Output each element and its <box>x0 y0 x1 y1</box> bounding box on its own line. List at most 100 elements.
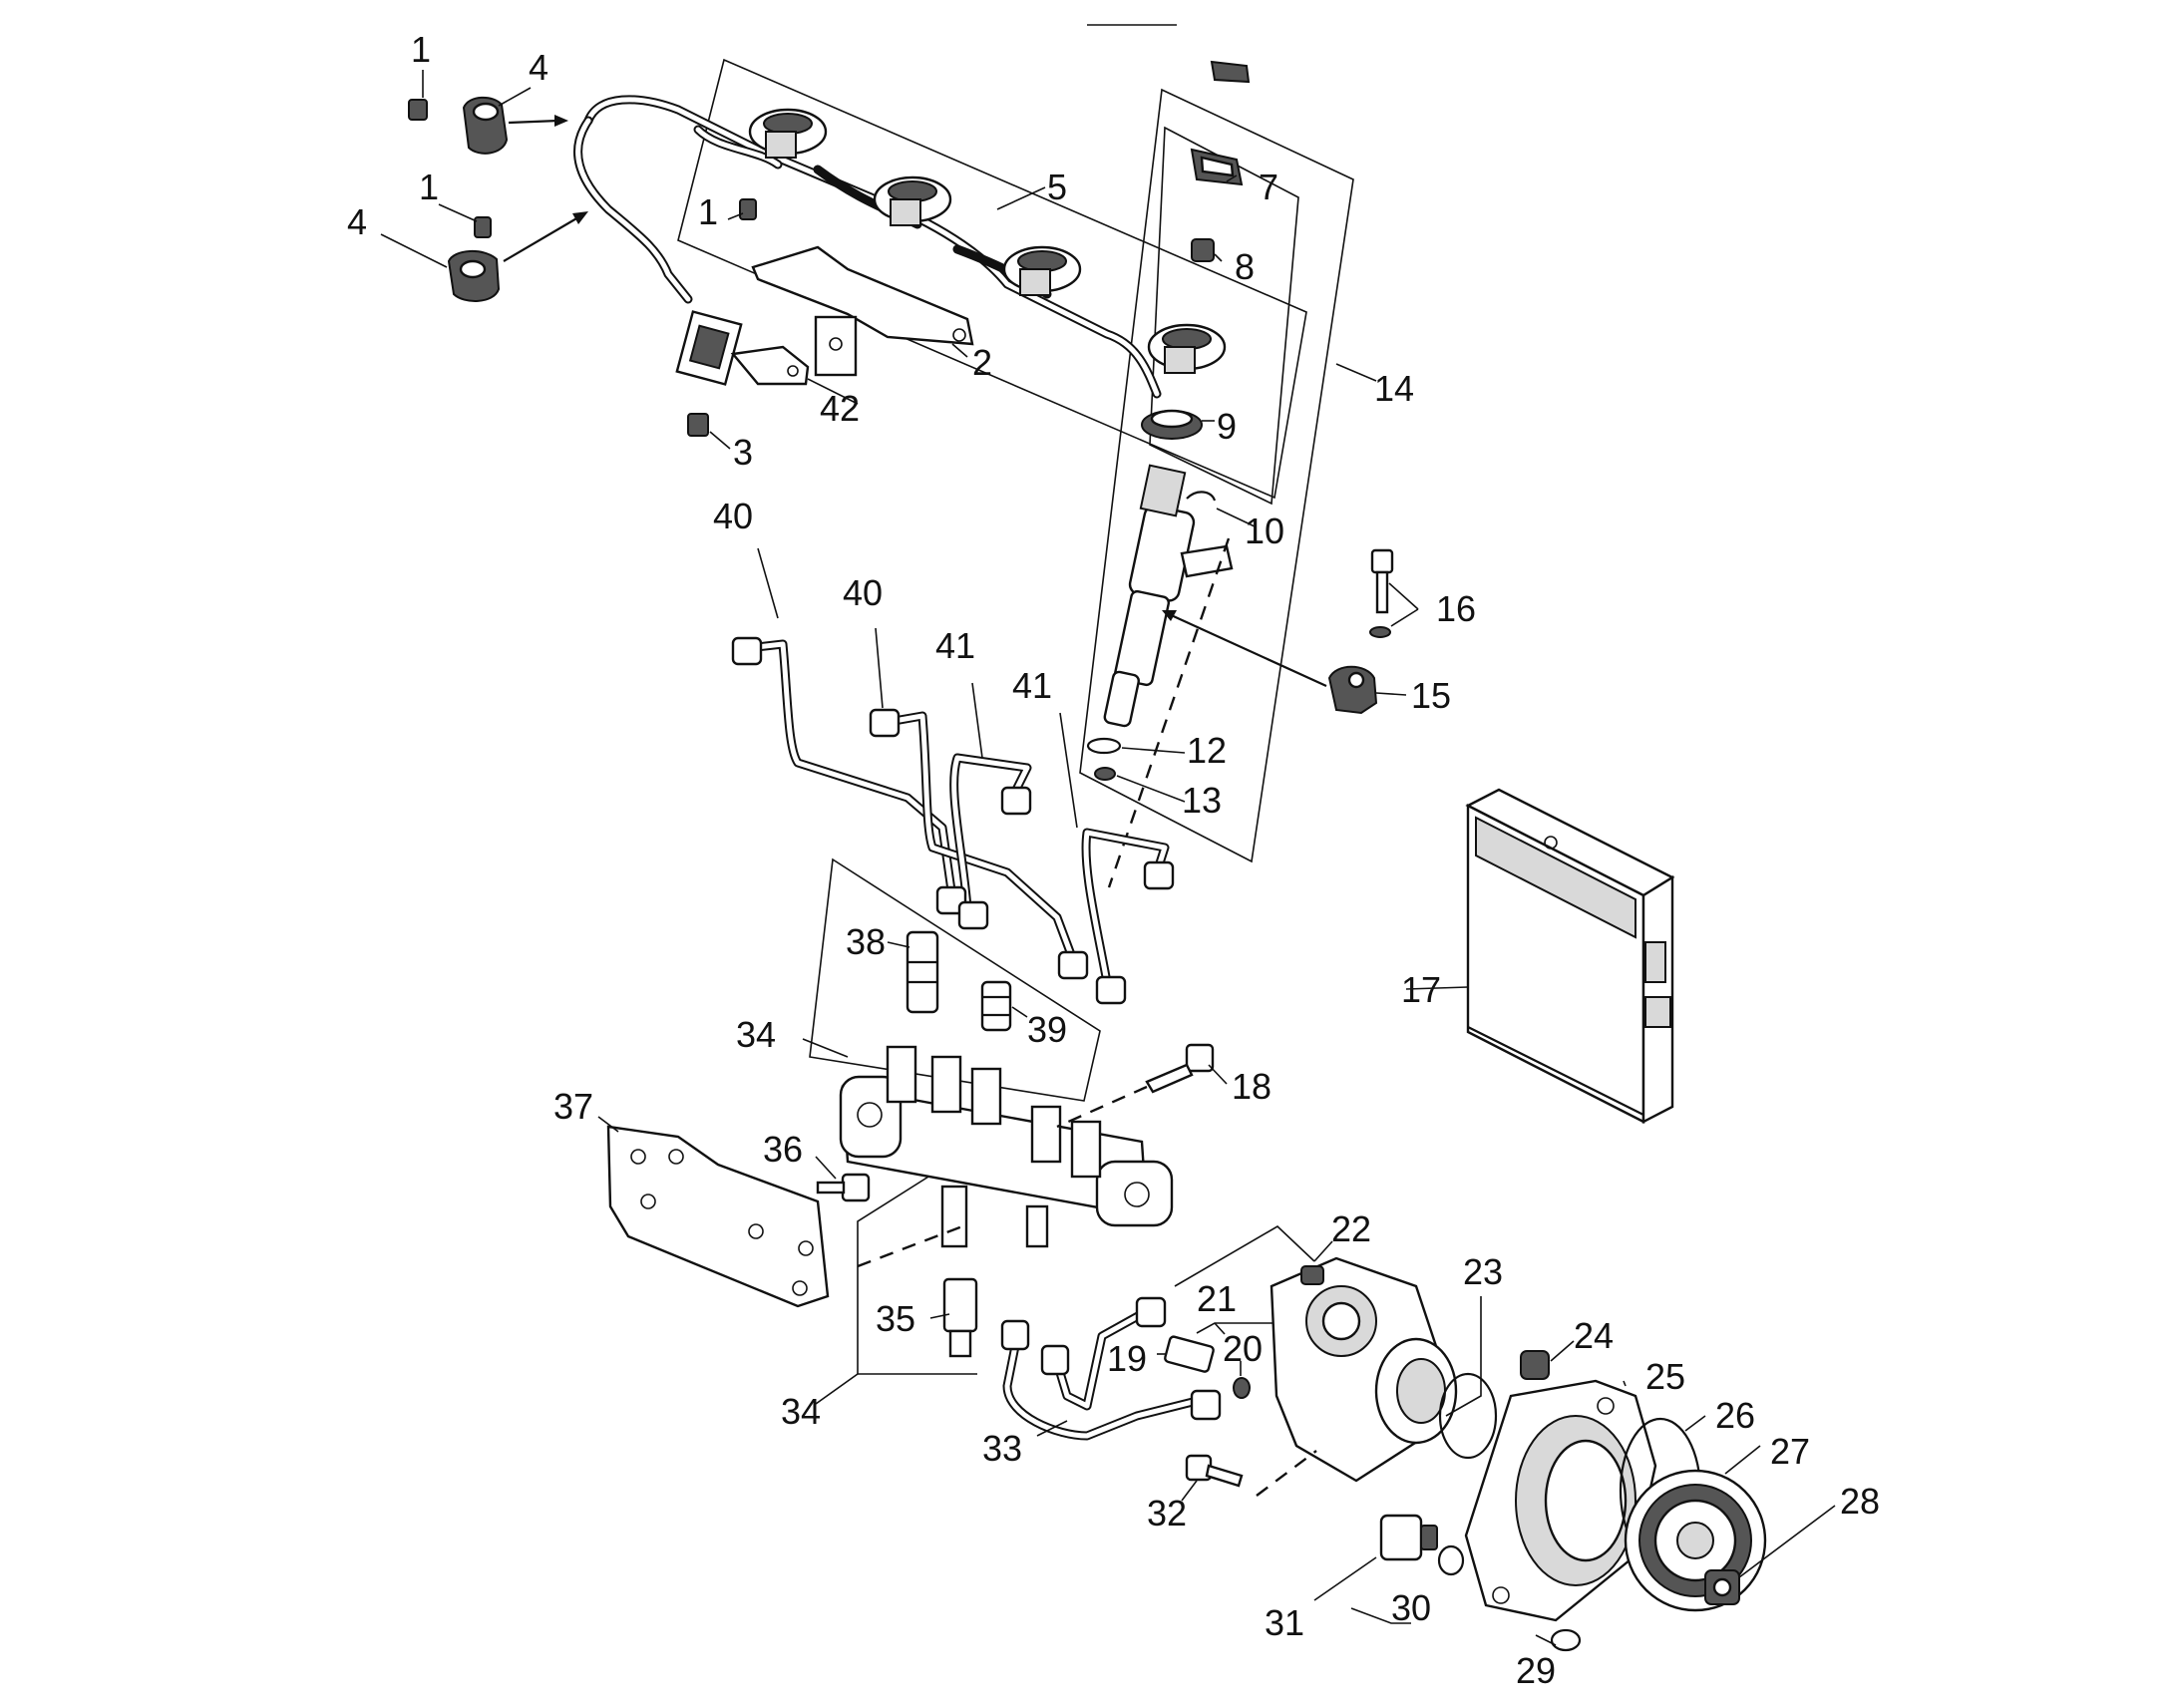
label-31: 31 <box>1265 1602 1304 1643</box>
harness-connector-4 <box>1147 323 1227 374</box>
part-30-seal <box>1437 1544 1465 1576</box>
label-5: 5 <box>1047 167 1067 207</box>
label-19: 19 <box>1107 1338 1147 1379</box>
frame-group-5 <box>677 58 1307 500</box>
mount-plate-37 <box>606 1125 830 1308</box>
label-22: 22 <box>1331 1208 1371 1249</box>
nut-28 <box>1704 1569 1740 1605</box>
flange-25 <box>1464 1379 1657 1622</box>
nut-24 <box>1520 1350 1550 1380</box>
part-9-seal <box>1141 409 1203 440</box>
label-23: 23 <box>1463 1251 1503 1292</box>
label-8: 8 <box>1235 246 1255 287</box>
label-42: 42 <box>820 388 860 429</box>
label-18: 18 <box>1232 1066 1272 1107</box>
label-7: 7 <box>1259 167 1278 207</box>
part-39-sleeve <box>980 980 1012 1032</box>
bolt-3 <box>687 413 709 437</box>
label-20: 20 <box>1223 1328 1263 1369</box>
part-21-sensor <box>1164 1335 1215 1373</box>
wire-harness <box>573 95 1227 399</box>
injector <box>1103 464 1234 728</box>
group-frames <box>677 58 1354 1375</box>
label-33: 33 <box>982 1428 1022 1469</box>
connector-bracket-42 <box>730 345 810 386</box>
label-41b: 41 <box>1012 665 1052 706</box>
label-16: 16 <box>1436 588 1476 629</box>
label-36: 36 <box>763 1129 803 1170</box>
label-34b: 34 <box>781 1391 821 1432</box>
label-9: 9 <box>1217 406 1237 447</box>
part-23-oring <box>1438 1372 1498 1460</box>
bolt-1b <box>474 216 492 238</box>
fuel-pipes <box>731 636 1175 1005</box>
label-40b: 40 <box>843 572 883 613</box>
harness-branch-left <box>573 116 693 304</box>
label-13: 13 <box>1182 780 1222 821</box>
bolt-1c <box>739 198 757 220</box>
leader-lines <box>380 70 1836 1646</box>
part-7-clip <box>1190 148 1244 186</box>
frame-callout-22 <box>1174 1225 1315 1287</box>
bolt-18 <box>1145 1043 1215 1094</box>
part-20-washer <box>1233 1377 1251 1399</box>
ecu-17 <box>1465 788 1675 1124</box>
label-4b: 4 <box>347 201 367 242</box>
part-31-plug <box>1379 1514 1438 1561</box>
frame-group-34-lower <box>857 1166 977 1375</box>
harness-connector-2 <box>873 175 952 226</box>
part-29-ring <box>1550 1628 1582 1652</box>
label-32: 32 <box>1147 1493 1187 1534</box>
label-27: 27 <box>1770 1431 1810 1472</box>
part-13-washer <box>1094 767 1116 781</box>
label-14: 14 <box>1374 368 1414 409</box>
label-39: 39 <box>1027 1009 1067 1050</box>
part-12-oring <box>1086 737 1122 755</box>
label-30: 30 <box>1391 1587 1431 1628</box>
label-28: 28 <box>1840 1481 1880 1522</box>
label-37: 37 <box>553 1086 593 1127</box>
label-3: 3 <box>733 432 753 473</box>
part-15-clamp <box>1327 665 1378 715</box>
harness-connector-1 <box>748 108 828 159</box>
label-10: 10 <box>1245 511 1284 551</box>
part-10-clip <box>1186 491 1217 502</box>
label-25: 25 <box>1645 1356 1685 1397</box>
clip-4a <box>462 96 509 155</box>
label-41a: 41 <box>935 625 975 666</box>
bolt-36 <box>816 1173 871 1202</box>
part-8-nut <box>1191 238 1215 262</box>
label-1b: 1 <box>419 167 439 207</box>
label-21: 21 <box>1197 1278 1237 1319</box>
label-34a: 34 <box>736 1014 776 1055</box>
harness-trunk <box>583 95 1162 399</box>
label-24: 24 <box>1574 1315 1614 1356</box>
harness-main-connector <box>675 310 743 386</box>
part-38-valve <box>906 930 939 1014</box>
injector-centerline <box>1107 537 1231 888</box>
harness-bracket <box>751 245 974 377</box>
label-29: 29 <box>1516 1650 1556 1691</box>
label-35: 35 <box>876 1298 915 1339</box>
label-40a: 40 <box>713 496 753 536</box>
label-26: 26 <box>1715 1395 1755 1436</box>
label-4a: 4 <box>529 47 548 88</box>
part-32-bolt <box>1185 1454 1244 1488</box>
part-35-sensor <box>942 1277 978 1358</box>
bolt-1a <box>408 99 428 121</box>
label-17: 17 <box>1401 969 1441 1010</box>
pump-22 <box>1270 1256 1458 1483</box>
label-15: 15 <box>1411 675 1451 716</box>
common-rail-34 <box>839 1045 1174 1248</box>
part-16-bolt <box>1369 548 1394 638</box>
clip-4b <box>447 250 501 302</box>
pipe-33 <box>1000 1296 1222 1441</box>
frame-group-14 <box>1079 88 1354 863</box>
label-38: 38 <box>846 921 886 962</box>
part-7-top <box>1210 60 1251 84</box>
label-12: 12 <box>1187 730 1227 771</box>
label-1c: 1 <box>698 191 718 232</box>
gear-27 <box>1624 1469 1767 1612</box>
frame-group-34 <box>809 857 1101 1102</box>
